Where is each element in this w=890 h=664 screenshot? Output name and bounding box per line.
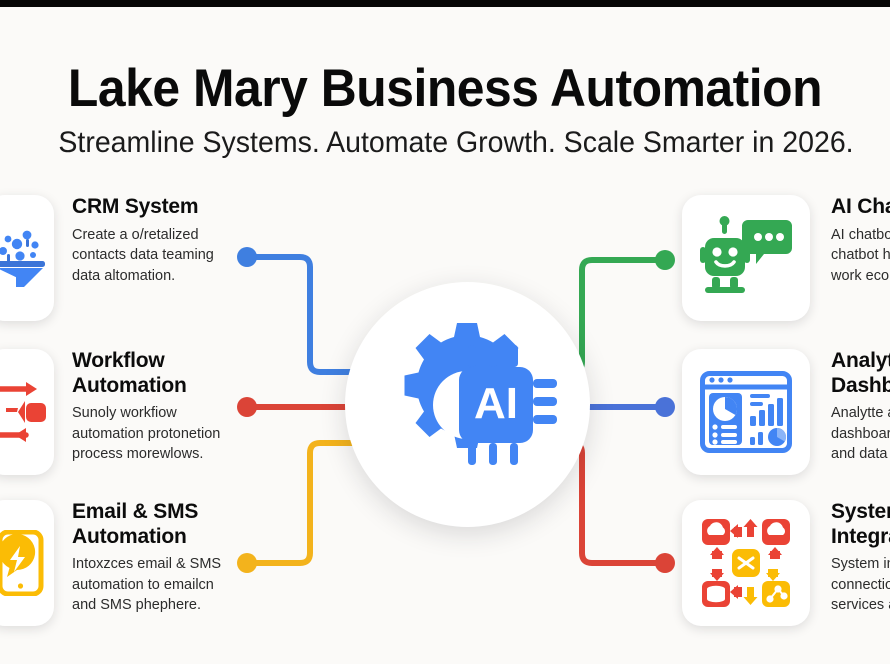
feature-email-sms-automation[interactable]: Email & SMS Automation Intoxzces email &… <box>0 500 247 626</box>
email-sms-automation-body: Intoxzces email & SMS automation to emai… <box>72 556 222 614</box>
analytics-dashboards-heading: Analytics Dashboards <box>831 349 890 397</box>
crm-system-icon-card <box>0 195 54 321</box>
page-subtitle: Streamline Systems. Automate Growth. Sca… <box>58 126 854 159</box>
feature-workflow-automation[interactable]: Workflow Automation Sunoly workfiow auto… <box>0 349 247 475</box>
crm-system-heading: CRM System <box>72 195 199 218</box>
ai-hub-label: AI <box>474 379 518 428</box>
top-letterbox-bar <box>0 0 890 7</box>
phone-bolt-message-icon <box>0 530 44 596</box>
funnel-data-icon <box>0 230 45 287</box>
crm-wire-endpoint <box>237 247 257 267</box>
gear-ai-chip-icon: AI <box>404 323 557 465</box>
chatbot-wire-endpoint <box>655 250 675 270</box>
feature-ai-chatbots[interactable]: AI Chatbots AI chatbots and chatbot help… <box>682 195 890 321</box>
workflow-automation-body: Sunoly workfiow automation protonetion p… <box>72 405 221 463</box>
analytics-dashboards-icon-card <box>682 349 810 475</box>
workflow-automation-heading: Workflow Automation <box>72 349 187 397</box>
integration-network-icon <box>702 519 790 607</box>
dashboard-charts-icon <box>700 371 792 453</box>
email-sms-wire <box>247 440 363 566</box>
system-integrations-icon-card <box>682 500 810 626</box>
crm-system-text: CRM System Create a o/retalized contacts… <box>72 195 247 286</box>
analytics-wire-endpoint <box>655 397 675 417</box>
page-title: Lake Mary Business Automation <box>67 59 823 118</box>
system-integrations-heading: System Integrations <box>831 500 890 548</box>
ai-hub: AI <box>345 282 590 527</box>
system-integrations-body: System integration connections across se… <box>831 556 890 614</box>
email-sms-automation-icon-card <box>0 500 54 626</box>
ai-chatbots-icon-card <box>682 195 810 321</box>
analytics-dashboards-text: Analytics Dashboards Analytte analytics … <box>831 349 890 465</box>
crm-wire <box>247 254 363 375</box>
feature-system-integrations[interactable]: System Integrations System integration c… <box>682 500 890 626</box>
email-sms-automation-text: Email & SMS Automation Intoxzces email &… <box>72 500 247 616</box>
feature-crm-system[interactable]: CRM System Create a o/retalized contacts… <box>0 195 247 321</box>
workflow-automation-icon-card <box>0 349 54 475</box>
email-sms-automation-heading: Email & SMS Automation <box>72 500 199 548</box>
ai-chatbots-text: AI Chatbots AI chatbots and chatbot help… <box>831 195 890 286</box>
email-sms-wire-endpoint <box>237 553 257 573</box>
crm-system-body: Create a o/retalized contacts data teami… <box>72 226 214 284</box>
workflow-wire-endpoint <box>237 397 257 417</box>
system-integrations-text: System Integrations System integration c… <box>831 500 890 616</box>
integration-wire-endpoint <box>655 553 675 573</box>
robot-chat-icon <box>700 216 792 293</box>
workflow-automation-text: Workflow Automation Sunoly workfiow auto… <box>72 349 247 465</box>
circular-arrows-icon <box>0 382 46 442</box>
ai-chatbots-heading: AI Chatbots <box>831 195 890 218</box>
analytics-dashboards-body: Analytte analytics dashboards reporting … <box>831 405 890 463</box>
ai-chatbots-body: AI chatbots and chatbot helpdesk work ec… <box>831 226 890 284</box>
feature-analytics-dashboards[interactable]: Analytics Dashboards Analytte analytics … <box>682 349 890 475</box>
